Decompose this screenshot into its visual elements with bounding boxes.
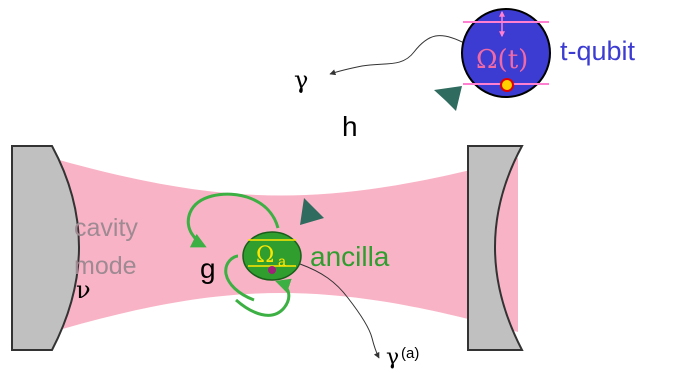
ancilla-rabi-symbol: Ω	[256, 243, 274, 268]
coupling-g-label: g	[200, 253, 216, 284]
ancilla-rabi-subscript: a	[278, 253, 286, 269]
gamma-bottom-superscript: (a)	[401, 345, 419, 362]
qubit-decay-line	[329, 35, 467, 76]
qubit-rabi-text: Ω(t)	[476, 45, 528, 75]
qubit-label: t-qubit	[560, 36, 636, 66]
t-qubit: Ω(t)	[461, 8, 551, 98]
left-mirror	[11, 145, 80, 351]
ancilla-label: ancilla	[310, 241, 390, 272]
qubit-state-dot	[500, 78, 514, 92]
cavity-frequency-label: ν	[76, 276, 91, 304]
ancilla-state-dot	[268, 266, 276, 274]
gamma-top-label: γ	[294, 66, 308, 94]
coupling-arrow-h	[300, 86, 462, 225]
right-mirror	[467, 145, 524, 351]
gamma-bottom-label: γ	[386, 345, 399, 370]
coupling-h-label: h	[342, 111, 358, 142]
ancilla-atom: Ω a	[242, 231, 302, 281]
coupling-loop-upper	[186, 192, 280, 248]
coupling-loop-lower	[224, 254, 289, 317]
ancilla-decay-line	[299, 263, 380, 359]
cavity-label-line1: cavity	[74, 214, 138, 242]
cavity-label-line2: mode	[74, 252, 137, 280]
